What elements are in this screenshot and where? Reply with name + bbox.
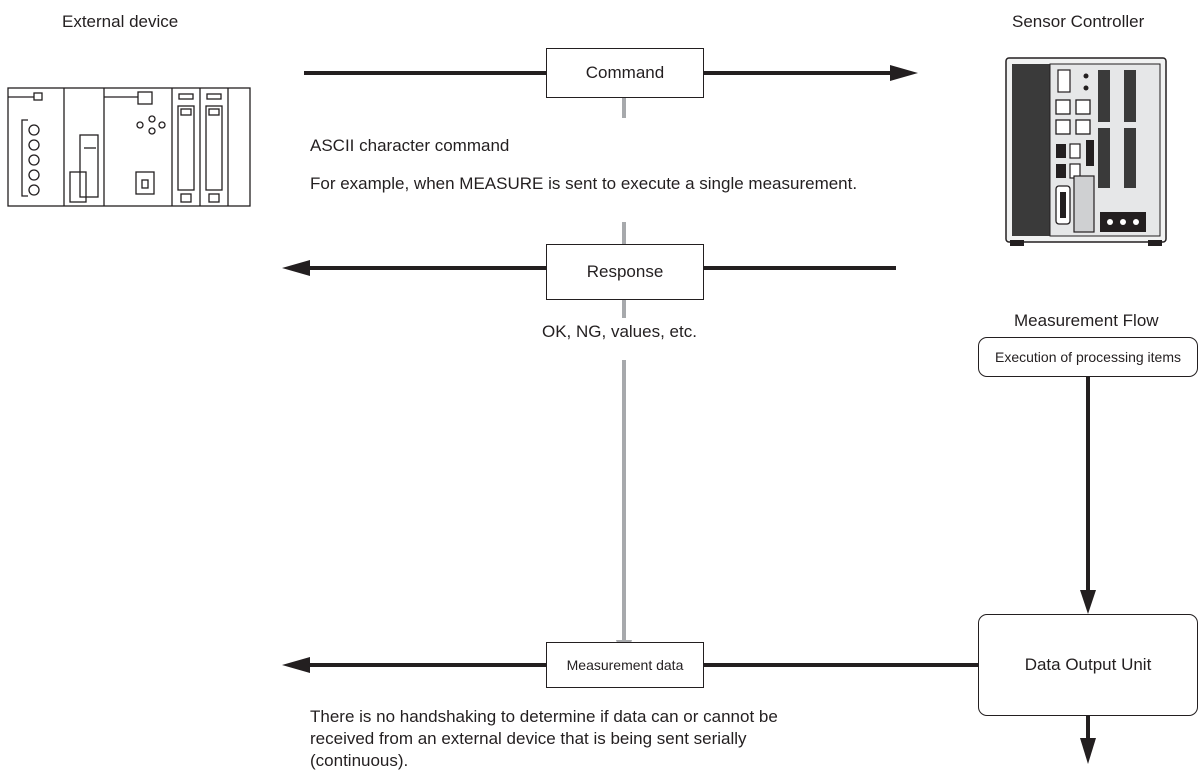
handshaking-note: There is no handshaking to determine if …: [310, 707, 778, 770]
sensor-controller-label: Sensor Controller: [1012, 12, 1145, 31]
response-description: OK, NG, values, etc.: [542, 322, 697, 341]
response-box: Response: [546, 244, 704, 300]
processing-items-box: Execution of processing items: [978, 337, 1198, 377]
response-arrow: [282, 260, 896, 276]
measurement-data-arrow: [282, 657, 978, 673]
flow-arrow-processing-to-output: [1080, 376, 1096, 614]
data-output-unit-box: Data Output Unit: [978, 614, 1198, 716]
command-box: Command: [546, 48, 704, 98]
command-arrow: [304, 65, 918, 81]
measurement-flow-label: Measurement Flow: [1014, 311, 1159, 330]
command-description: ASCII character command: [310, 136, 510, 155]
measurement-data-box: Measurement data: [546, 642, 704, 688]
external-device-label: External device: [62, 12, 179, 31]
flow-arrow-output-down: [1080, 716, 1096, 764]
command-example: For example, when MEASURE is sent to exe…: [310, 174, 858, 193]
